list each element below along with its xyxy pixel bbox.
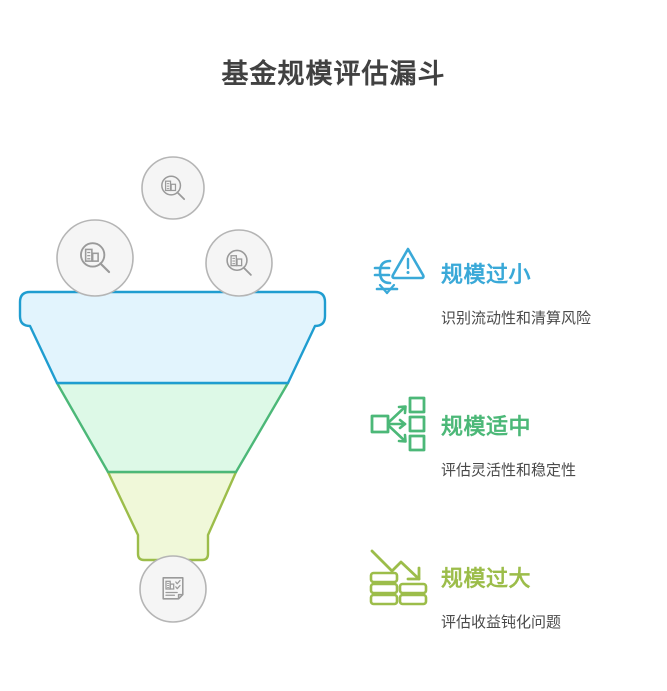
legend-title: 规模过大 bbox=[441, 566, 532, 591]
magnifier-chart-icon-left bbox=[56, 219, 134, 297]
coins-decline-icon bbox=[369, 549, 428, 606]
legend-title: 规模适中 bbox=[441, 414, 532, 439]
legend-desc: 评估收益钝化问题 bbox=[441, 614, 562, 631]
magnifier-chart-icon bbox=[80, 242, 111, 274]
circle-badge bbox=[205, 229, 273, 297]
legend-item-too-large[interactable]: 规模过大 评估收益钝化问题 bbox=[365, 539, 660, 691]
circle-badge bbox=[141, 156, 205, 220]
stage-band-large bbox=[106, 470, 238, 562]
magnifier-chart-icon bbox=[161, 175, 186, 201]
stage-band-small bbox=[18, 290, 327, 385]
document-checklist-icon bbox=[162, 577, 184, 600]
magnifier-chart-icon-right bbox=[205, 229, 273, 297]
legend-list: 规模过小 识别流动性和清算风险 规模适中 评估灵活性和稳定性 bbox=[365, 235, 660, 691]
legend-title: 规模过小 bbox=[441, 262, 532, 287]
report-checklist-icon bbox=[139, 555, 207, 623]
funnel-graphic bbox=[18, 156, 327, 623]
legend-desc: 评估灵活性和稳定性 bbox=[441, 462, 577, 479]
stage-band-mid bbox=[55, 381, 290, 474]
legend-item-moderate[interactable]: 规模适中 评估灵活性和稳定性 bbox=[365, 387, 660, 539]
page-title: 基金规模评估漏斗 bbox=[221, 59, 446, 89]
legend-desc: 识别流动性和清算风险 bbox=[441, 310, 592, 327]
legend-item-too-small[interactable]: 规模过小 识别流动性和清算风险 bbox=[365, 235, 660, 387]
magnifier-chart-icon-top bbox=[141, 156, 205, 220]
distribution-branch-icon bbox=[370, 396, 426, 452]
funnel-diagram bbox=[0, 130, 345, 650]
magnifier-chart-icon bbox=[226, 249, 252, 276]
currency-warning-icon bbox=[373, 247, 425, 295]
circle-badge bbox=[56, 219, 134, 297]
